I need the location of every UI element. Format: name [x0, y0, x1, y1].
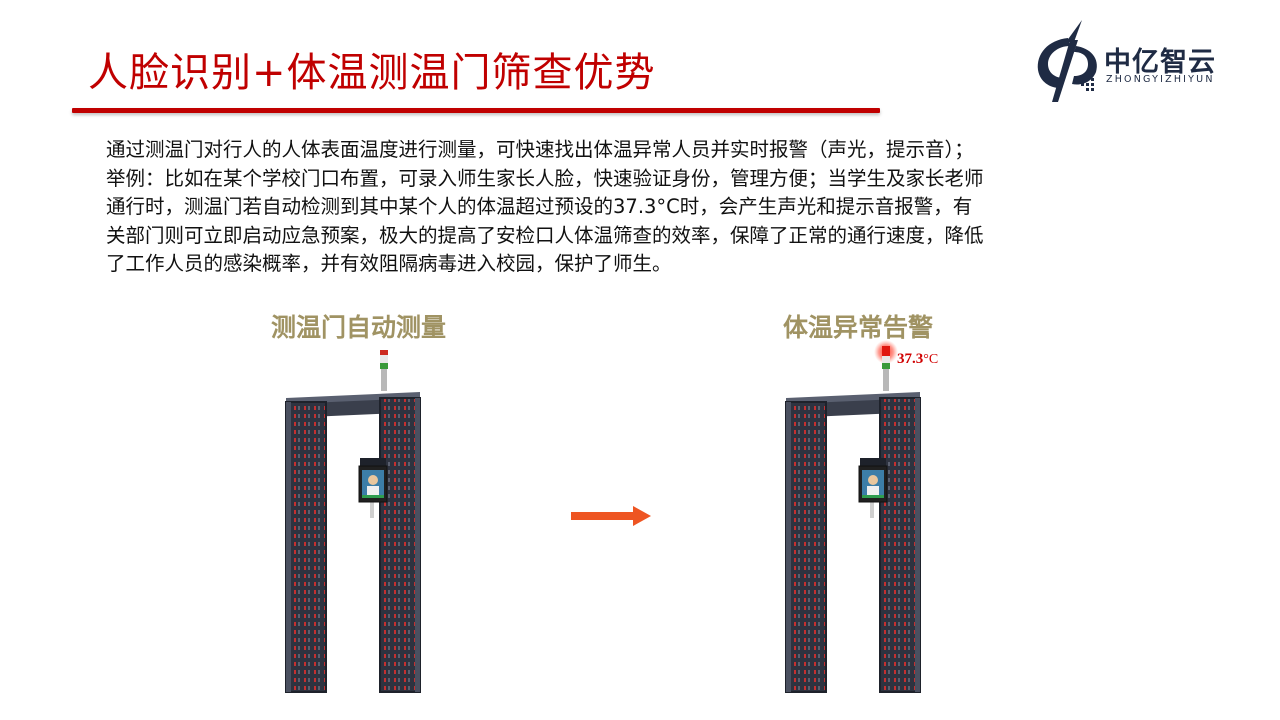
description-line: 了工作人员的感染概率，并有效阻隔病毒进入校园，保护了师生。 [106, 252, 672, 275]
alarm-temperature-readout: 37.3°C [897, 351, 938, 368]
alarm-gate-image [785, 340, 921, 693]
description-paragraph: 通过测温门对行人的人体表面温度进行测量，可快速找出体温异常人员并实时报警（声光，… [106, 136, 1196, 279]
temperature-gate-image [285, 350, 421, 693]
description-line: 举例：比如在某个学校门口布置，可录入师生家长人脸，快速验证身份，管理方便；当学生… [106, 166, 984, 190]
alarm-temperature-value: 37.3 [897, 351, 924, 367]
company-logo: 中亿智云 ZHONGYIZHIYUN [1030, 16, 1240, 106]
alarm-temperature-unit: °C [923, 352, 939, 367]
logo-name: 中亿智云 [1104, 47, 1216, 78]
auto-measure-caption: 测温门自动测量 [271, 313, 447, 342]
title-underline [72, 108, 880, 113]
alarm-caption: 体温异常告警 [783, 313, 934, 342]
right-arrow-icon [571, 506, 651, 526]
description-line: 关部门则可立即启动应急预案，极大的提高了安检口人体温筛查的效率，保障了正常的通行… [106, 223, 984, 247]
description-line: 通过测温门对行人的人体表面温度进行测量，可快速找出体温异常人员并实时报警（声光，… [106, 138, 974, 161]
page-title: 人脸识别+体温测温门筛查优势 [88, 50, 656, 96]
logo-subtitle: ZHONGYIZHIYUN [1106, 74, 1215, 85]
company-logo-icon [1037, 20, 1097, 102]
description-line: 通行时，测温门若自动检测到其中某个人的体温超过预设的37.3°C时，会产生声光和… [106, 195, 973, 218]
